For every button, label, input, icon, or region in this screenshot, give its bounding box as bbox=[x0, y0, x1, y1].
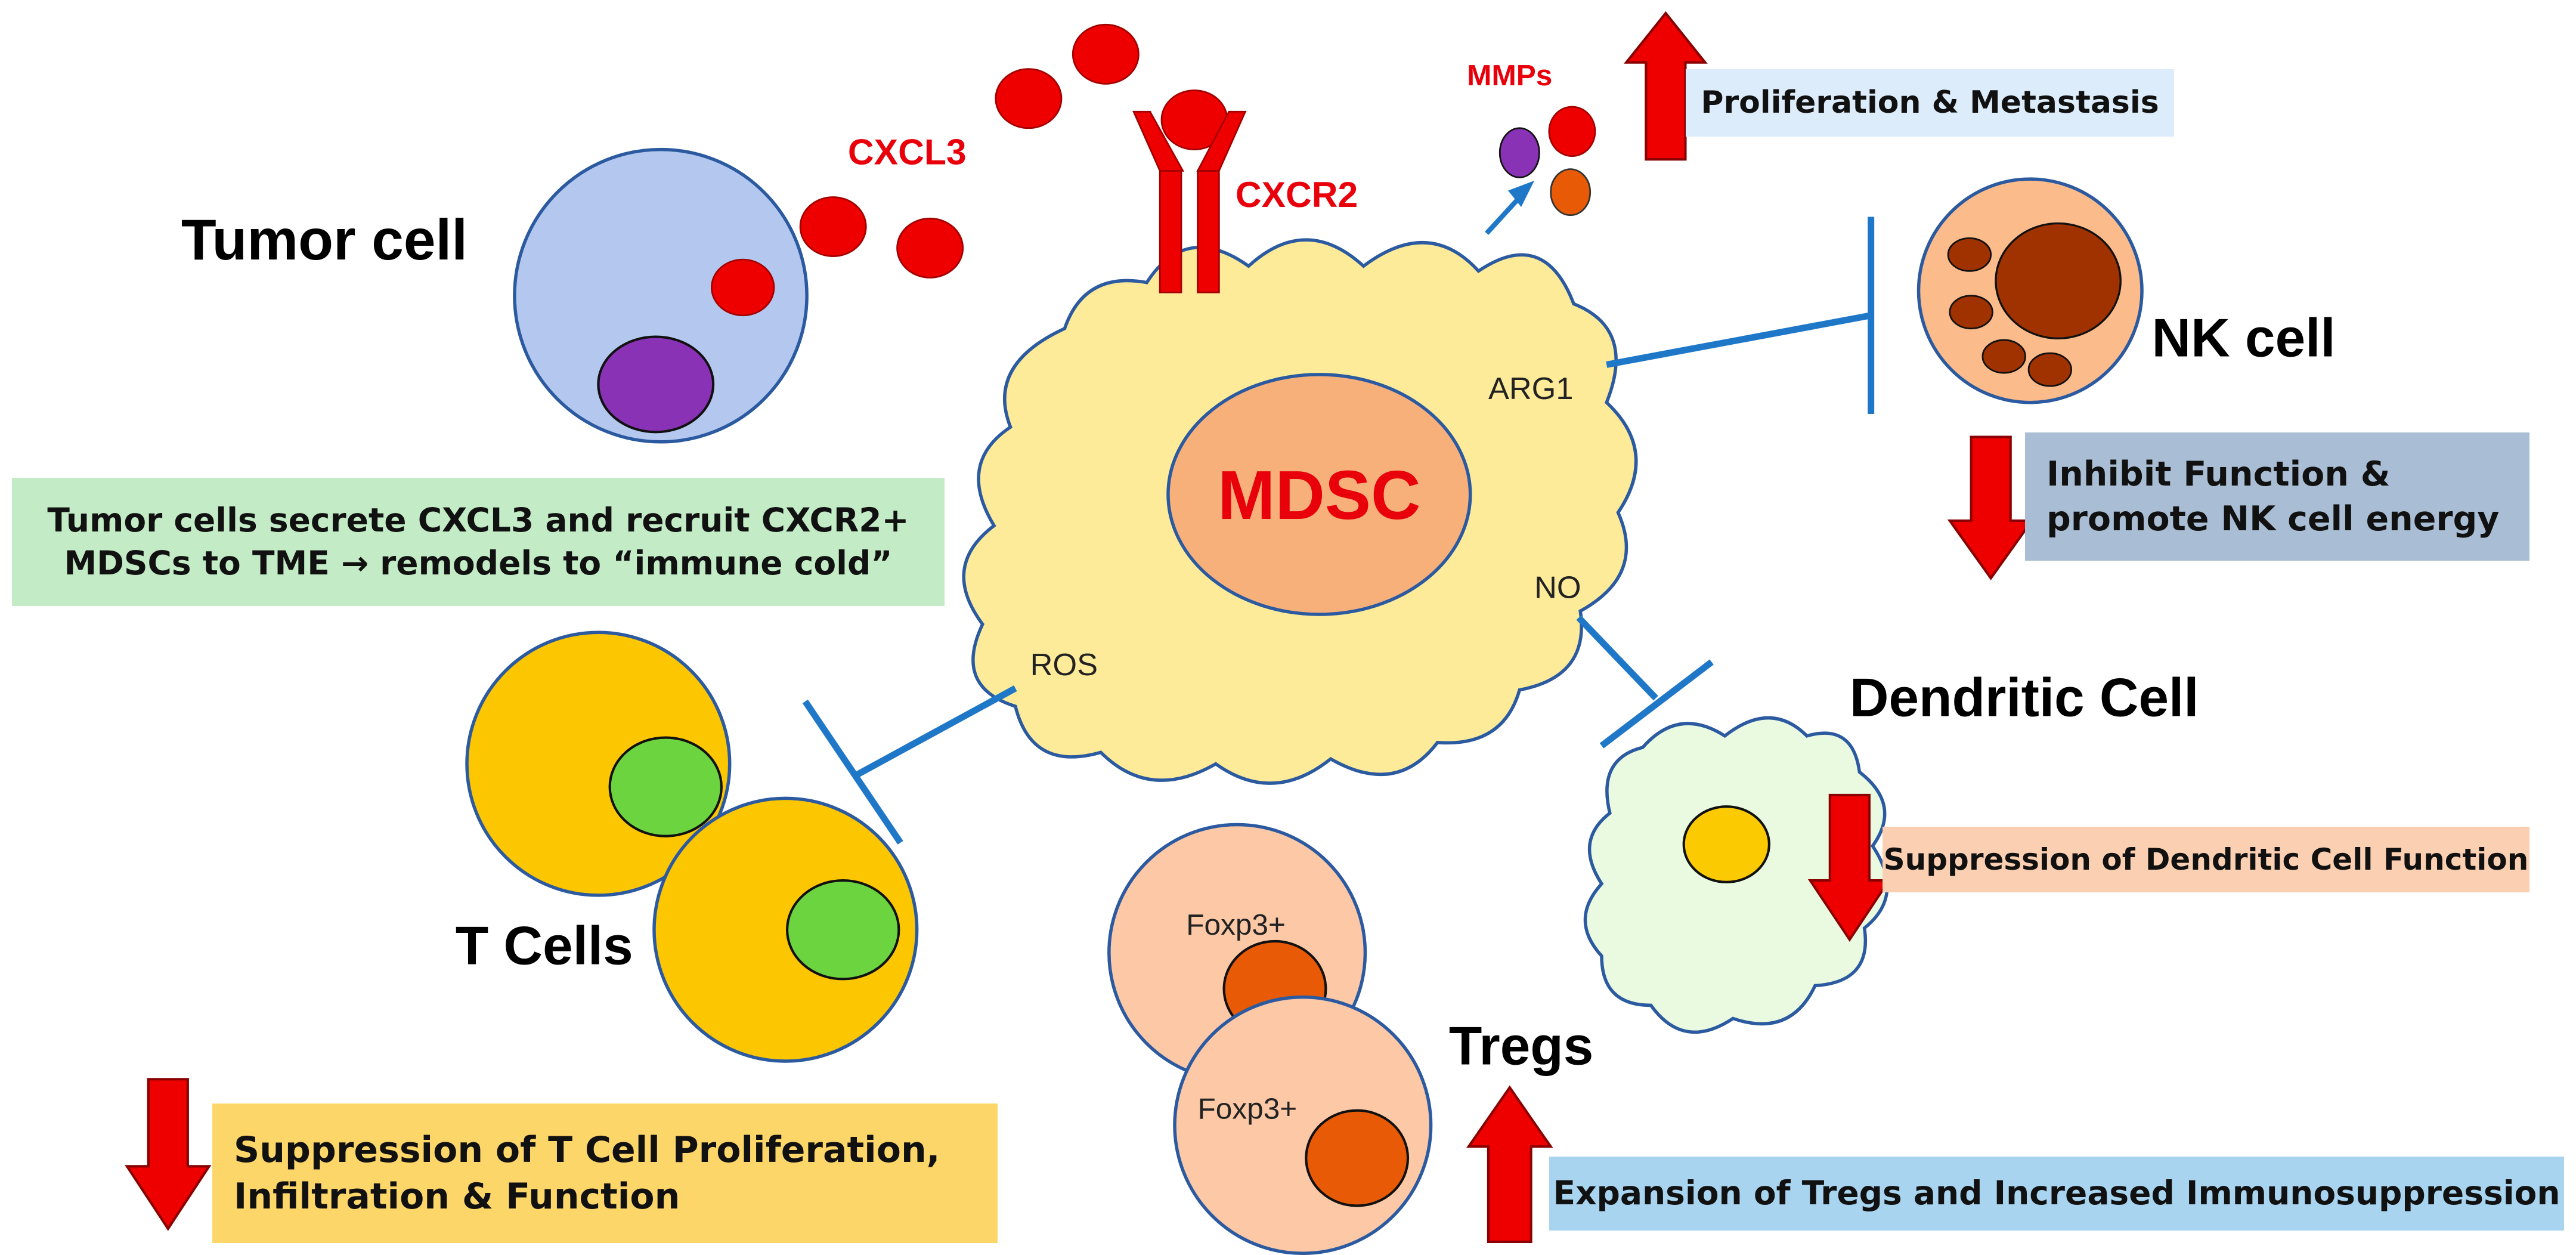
cxcl3-droplet bbox=[896, 217, 964, 279]
t-cell-nucleus bbox=[608, 736, 723, 837]
cxcl3-droplet bbox=[799, 196, 867, 257]
mdsc-cell bbox=[962, 238, 1638, 785]
cxcr2-receptor bbox=[1132, 110, 1247, 293]
ros-inhibition-line bbox=[802, 685, 1017, 845]
proliferation-box-text: Proliferation & Metastasis bbox=[1701, 84, 2159, 120]
up-arrow-icon bbox=[1466, 1085, 1553, 1244]
nk-box-line2: promote NK cell energy bbox=[2046, 499, 2500, 539]
arg1-inhibition-line bbox=[1606, 217, 1875, 414]
tregs-label: Tregs bbox=[1449, 1016, 1593, 1077]
nk-cell bbox=[1916, 177, 2144, 404]
nk-granule bbox=[1981, 339, 2026, 374]
up-arrow-icon bbox=[1624, 11, 1708, 161]
tumor-nucleus bbox=[597, 335, 715, 434]
down-arrow-icon bbox=[1947, 435, 2035, 580]
tcell-suppression-box: Suppression of T Cell Proliferation, Inf… bbox=[212, 1103, 998, 1243]
no-inhibition-line bbox=[1576, 615, 1714, 749]
mmp-granule bbox=[1548, 106, 1596, 157]
arg1-label: ARG1 bbox=[1488, 372, 1573, 406]
cxcl3-droplet bbox=[995, 68, 1063, 129]
nk-granule bbox=[1949, 295, 1993, 330]
ros-label: ROS bbox=[1030, 648, 1098, 682]
cxcl3-granule bbox=[710, 258, 775, 317]
tumor-cell bbox=[513, 147, 809, 444]
dendritic-nucleus bbox=[1682, 805, 1770, 883]
tumor-recruitment-box: Tumor cells secrete CXCL3 and recruit CX… bbox=[12, 478, 945, 606]
no-label: NO bbox=[1534, 570, 1581, 605]
t-cell-nucleus bbox=[785, 879, 900, 981]
down-arrow-icon bbox=[125, 1078, 212, 1231]
mmps-molecules bbox=[1485, 106, 1596, 235]
treg-nucleus bbox=[1305, 1109, 1410, 1207]
t-cells bbox=[465, 630, 919, 1063]
tcell-box-line1: Suppression of T Cell Proliferation, bbox=[234, 1129, 940, 1171]
tregs-box-text: Expansion of Tregs and Increased Immunos… bbox=[1553, 1174, 2560, 1213]
mmp-granule bbox=[1550, 168, 1592, 217]
nk-granule bbox=[2027, 352, 2072, 387]
cxcl3-label: CXCL3 bbox=[848, 131, 967, 172]
nk-box-line1: Inhibit Function & bbox=[2046, 455, 2391, 494]
cxcr2-label: CXCR2 bbox=[1236, 174, 1358, 215]
nk-granule bbox=[1947, 237, 1992, 272]
dendritic-cell bbox=[1583, 716, 1889, 1034]
tumor-box-line2: MDSCs to TME → remodels to “immune cold” bbox=[64, 543, 893, 582]
dendritic-cell-label: Dendritic Cell bbox=[1850, 668, 2199, 728]
mdsc-label: MDSC bbox=[1218, 456, 1421, 534]
nk-cell-label: NK cell bbox=[2152, 308, 2336, 369]
down-arrow-icon bbox=[1807, 793, 1891, 942]
tregs-cells bbox=[1107, 823, 1433, 1255]
nk-function-box: Inhibit Function & promote NK cell energ… bbox=[2025, 432, 2529, 561]
nk-nucleus bbox=[1995, 222, 2122, 339]
mmp-granule bbox=[1498, 127, 1540, 178]
t-cells-label: T Cells bbox=[456, 916, 633, 976]
cxcl3-droplet bbox=[1072, 23, 1140, 85]
dendritic-box-text: Suppression of Dendritic Cell Function bbox=[1883, 842, 2529, 877]
dendritic-suppression-box: Suppression of Dendritic Cell Function bbox=[1883, 827, 2529, 892]
tumor-box-line1: Tumor cells secrete CXCL3 and recruit CX… bbox=[47, 501, 909, 539]
foxp3-lower-label: Foxp3+ bbox=[1198, 1092, 1298, 1125]
t-cell bbox=[652, 796, 919, 1063]
mdsc-nucleus bbox=[1166, 373, 1472, 616]
tumor-cell-label: Tumor cell bbox=[181, 208, 467, 272]
proliferation-box: Proliferation & Metastasis bbox=[1686, 69, 2174, 137]
tregs-expansion-box: Expansion of Tregs and Increased Immunos… bbox=[1549, 1157, 2564, 1231]
mmps-label: MMPs bbox=[1467, 58, 1552, 92]
arrowhead-icon bbox=[1508, 180, 1535, 207]
tcell-box-line2: Infiltration & Function bbox=[234, 1176, 680, 1217]
foxp3-upper-label: Foxp3+ bbox=[1186, 908, 1286, 941]
